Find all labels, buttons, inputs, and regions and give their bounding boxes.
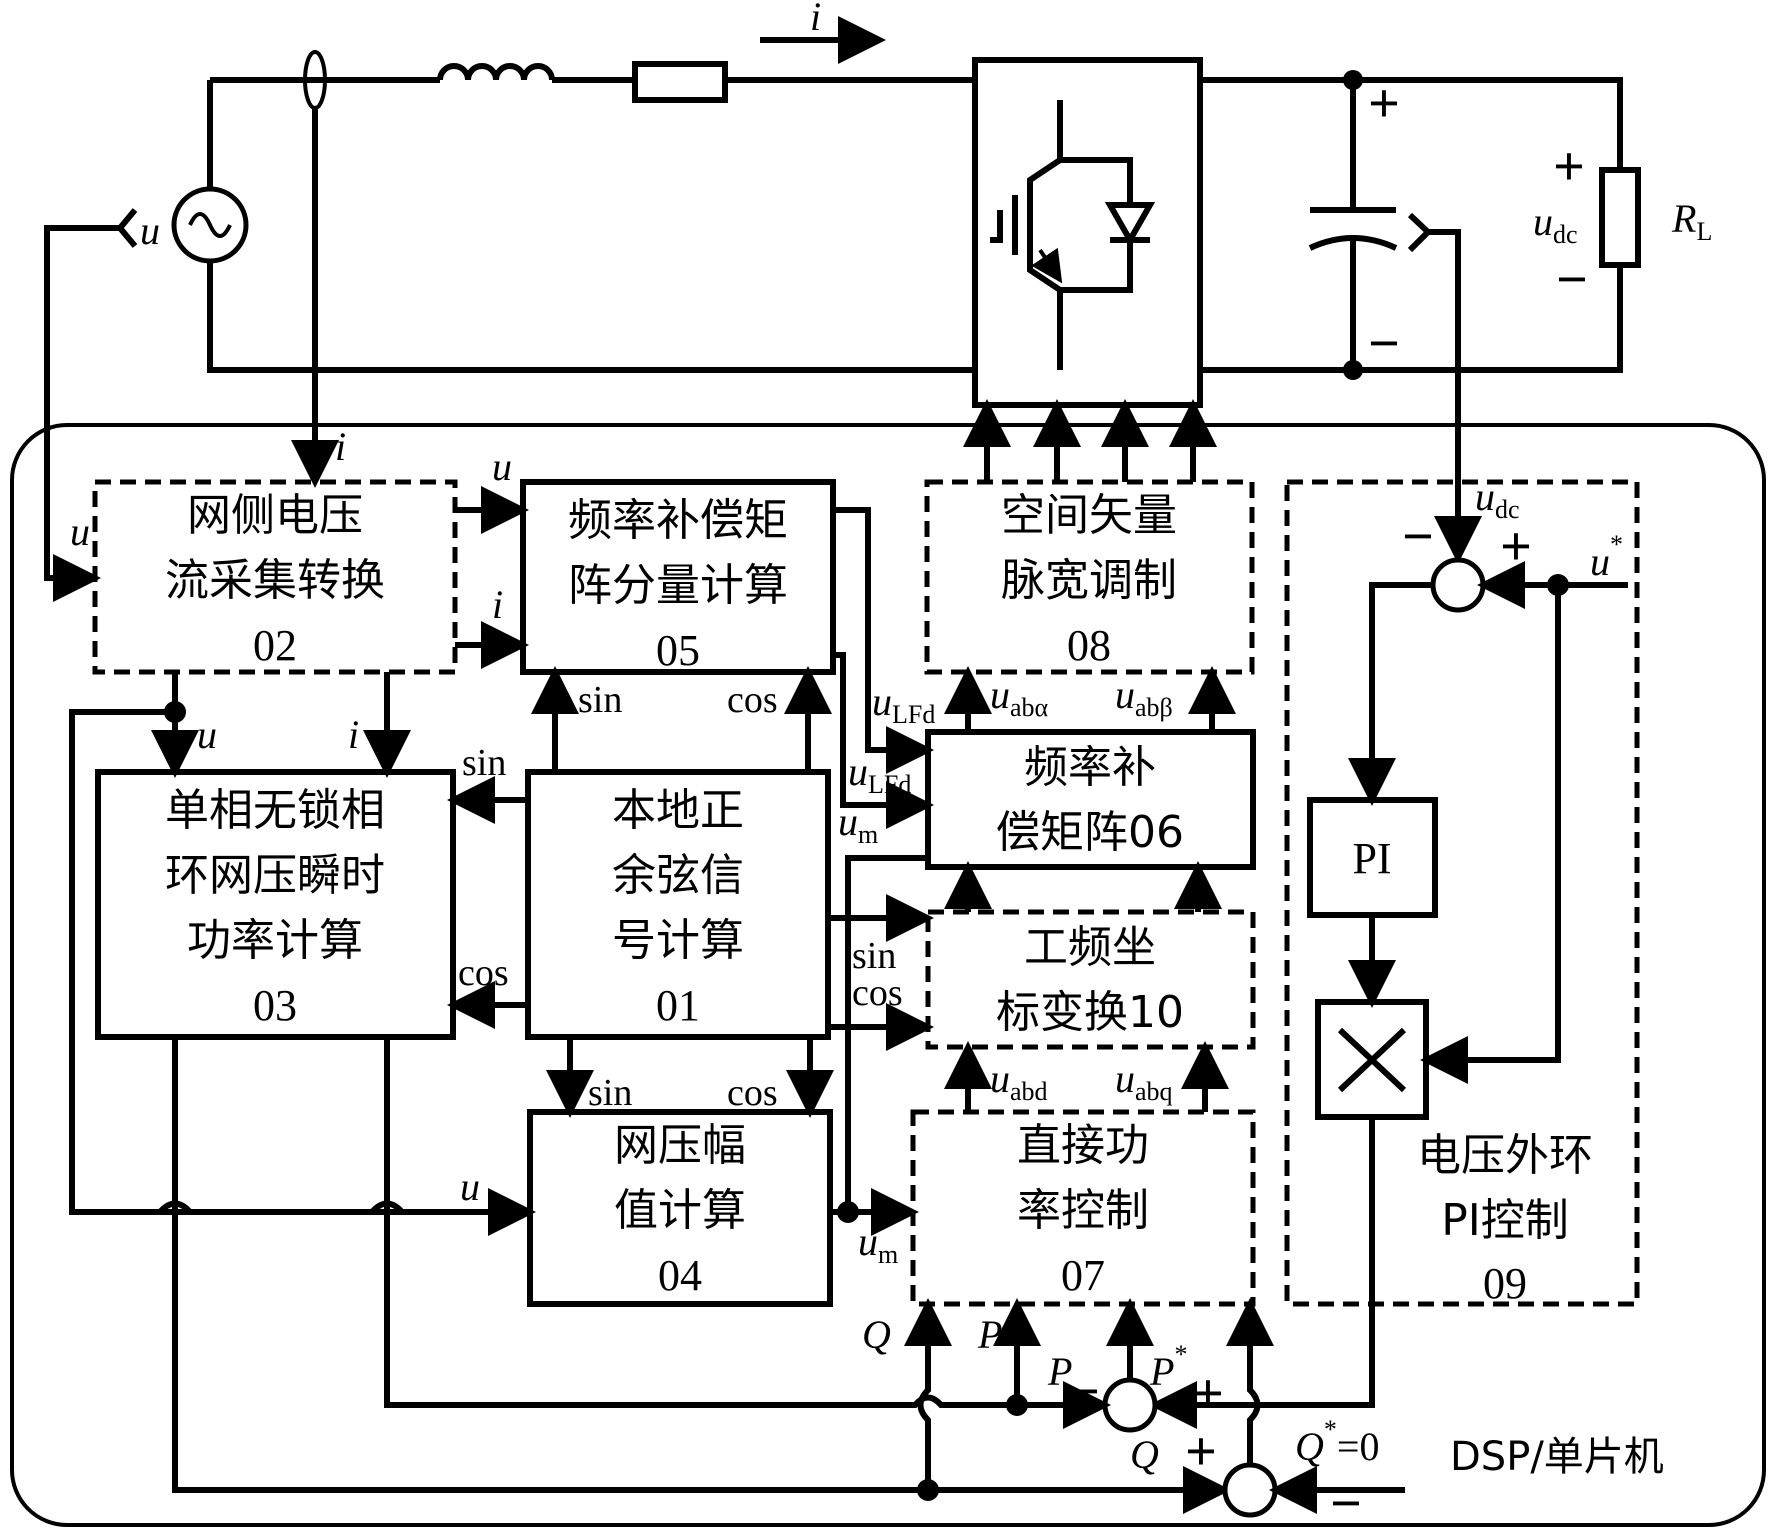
svg-text:uabβ: uabβ (1115, 672, 1173, 722)
svg-text:余弦信: 余弦信 (612, 850, 744, 901)
voltage-sum-junction (1433, 560, 1483, 610)
converter-block (975, 60, 1200, 405)
svg-text:阵分量计算: 阵分量计算 (568, 560, 788, 611)
svg-text:sin: sin (852, 935, 896, 977)
svg-text:+: + (1500, 516, 1532, 578)
block-08: 空间矢量 脉宽调制 08 (927, 482, 1252, 672)
voltage-sensor-icon (120, 210, 135, 246)
svg-text:+: + (1192, 1363, 1224, 1425)
svg-text:i: i (492, 582, 503, 627)
svg-text:功率计算: 功率计算 (187, 915, 363, 966)
svg-text:号计算: 号计算 (612, 915, 744, 966)
rl-label: RL (1671, 196, 1712, 246)
svg-text:sin: sin (462, 742, 506, 784)
block-03: 单相无锁相 环网压瞬时 功率计算 03 (98, 772, 453, 1037)
controller-label: DSP/单片机 (1450, 1434, 1664, 1480)
svg-text:值计算: 值计算 (614, 1185, 746, 1236)
svg-text:网压幅: 网压幅 (614, 1120, 746, 1171)
block-04: 网压幅 值计算 04 (530, 1112, 830, 1304)
load-resistor (1602, 170, 1638, 265)
block-10: 工频坐 标变换10 (928, 912, 1253, 1047)
svg-text:频率补: 频率补 (1024, 742, 1156, 793)
svg-text:uabα: uabα (990, 672, 1049, 722)
svg-text:um: um (858, 1219, 898, 1269)
svg-text:直接功: 直接功 (1017, 1120, 1149, 1171)
block-07: 直接功 率控制 07 (913, 1112, 1253, 1304)
dc-voltage-sensor-icon (1410, 215, 1428, 250)
q-sum-junction (1225, 1465, 1275, 1515)
svg-text:01: 01 (656, 981, 700, 1030)
svg-text:i: i (348, 712, 359, 757)
line-current-label: i (810, 0, 821, 39)
svg-text:流采集转换: 流采集转换 (165, 555, 385, 606)
svg-text:PI: PI (1352, 834, 1391, 883)
svg-text:cos: cos (852, 972, 903, 1014)
multiplier-block (1318, 1002, 1426, 1117)
svg-text:03: 03 (253, 981, 297, 1030)
svg-text:P*: P* (1149, 1340, 1187, 1394)
svg-text:u: u (492, 444, 512, 489)
svg-text:cos: cos (727, 679, 778, 721)
p-sum-junction (1105, 1380, 1155, 1430)
svg-text:+: + (1185, 1421, 1217, 1483)
svg-text:Q: Q (862, 1312, 891, 1357)
dc-plus-sign: + (1368, 73, 1400, 135)
block-02: 网侧电压 流采集转换 02 (95, 482, 455, 672)
svg-text:cos: cos (727, 1072, 778, 1114)
svg-text:频率补偿矩: 频率补偿矩 (568, 495, 788, 546)
svg-text:单相无锁相: 单相无锁相 (165, 785, 385, 836)
svg-text:cos: cos (458, 952, 509, 994)
svg-text:04: 04 (658, 1251, 702, 1300)
svg-text:网侧电压: 网侧电压 (187, 490, 363, 541)
svg-text:uabq: uabq (1115, 1056, 1173, 1106)
line-resistor (635, 64, 725, 100)
svg-text:sin: sin (588, 1072, 632, 1114)
svg-text:空间矢量: 空间矢量 (1001, 490, 1177, 541)
svg-text:i: i (335, 424, 346, 469)
svg-text:标变换10: 标变换10 (996, 987, 1184, 1038)
svg-text:率控制: 率控制 (1017, 1185, 1149, 1236)
svg-text:Q*=0: Q*=0 (1295, 1415, 1379, 1469)
load-minus-sign: − (1556, 249, 1588, 311)
svg-text:05: 05 (656, 626, 700, 675)
svg-text:08: 08 (1067, 621, 1111, 670)
svg-text:电压外环: 电压外环 (1417, 1130, 1593, 1181)
svg-text:uLFd: uLFd (872, 679, 935, 729)
svg-text:环网压瞬时: 环网压瞬时 (165, 850, 385, 901)
block-05: 频率补偿矩 阵分量计算 05 (523, 482, 833, 675)
svg-text:工频坐: 工频坐 (1024, 922, 1156, 973)
svg-text:u: u (460, 1164, 480, 1209)
svg-text:−: − (1068, 1361, 1100, 1423)
block-06: 频率补 偿矩阵06 (928, 732, 1253, 867)
svg-text:偿矩阵06: 偿矩阵06 (996, 807, 1184, 858)
svg-text:PI控制: PI控制 (1441, 1195, 1569, 1246)
svg-text:uLFd: uLFd (848, 749, 911, 799)
svg-text:sin: sin (578, 679, 622, 721)
svg-text:P: P (977, 1312, 1002, 1357)
udc-label: udc (1533, 199, 1578, 249)
svg-text:07: 07 (1061, 1251, 1105, 1300)
svg-text:09: 09 (1483, 1259, 1527, 1308)
pi-block: PI (1310, 800, 1435, 915)
power-stage: i u + − + (120, 0, 1712, 405)
dc-minus-sign: − (1368, 313, 1400, 375)
load-plus-sign: + (1553, 136, 1585, 198)
svg-text:u: u (70, 509, 90, 554)
svg-text:u: u (197, 712, 217, 757)
svg-text:02: 02 (253, 621, 297, 670)
svg-text:脉宽调制: 脉宽调制 (1001, 555, 1177, 606)
source-voltage-label: u (140, 208, 160, 253)
block-01: 本地正 余弦信 号计算 01 (528, 772, 828, 1037)
svg-text:−: − (1402, 506, 1434, 568)
svg-text:Q: Q (1130, 1432, 1159, 1477)
svg-text:−: − (1330, 1473, 1362, 1530)
inductor (440, 66, 552, 80)
svg-text:本地正: 本地正 (612, 785, 744, 836)
svg-text:uabd: uabd (990, 1056, 1048, 1106)
